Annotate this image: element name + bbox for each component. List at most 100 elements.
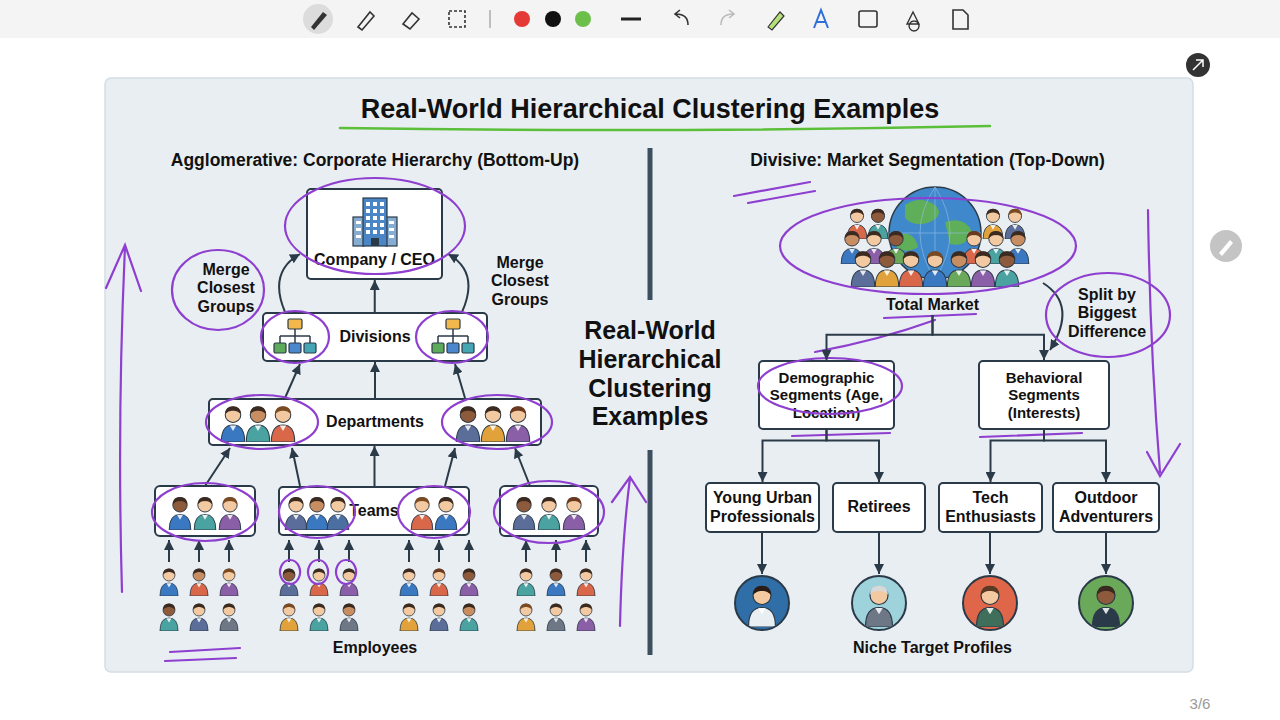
subsegment-box: Young Urban Professionals — [705, 482, 820, 533]
color-swatch-black — [545, 11, 561, 27]
annotation-arrow — [1147, 210, 1180, 476]
employee-icon — [517, 604, 535, 632]
node-text: Company / CEO — [314, 251, 435, 269]
employee-icon — [190, 569, 208, 597]
employee-arrow — [348, 540, 350, 562]
employee-icon — [547, 569, 565, 597]
node-text: Departments — [326, 413, 424, 431]
crowd-person — [841, 231, 863, 264]
subsegment-box: Outdoor Adventurers — [1052, 482, 1160, 533]
employee-arrow — [468, 540, 470, 562]
employee-arrow — [168, 540, 170, 562]
profile-avatar-figure — [1093, 586, 1120, 627]
employee-icon — [430, 604, 448, 632]
person-icon — [306, 497, 328, 530]
node-text: Total Market — [886, 296, 979, 314]
title-underline — [340, 126, 990, 130]
segment-box: Demographic Segments (Age, Location) — [758, 360, 895, 430]
annotation-arrow — [612, 477, 646, 626]
crowd-person — [868, 209, 888, 239]
annotation-circle — [206, 395, 318, 449]
person-icon — [411, 497, 433, 530]
employee-arrow — [198, 540, 200, 562]
node-text: Tech Enthusiasts — [944, 489, 1037, 526]
annotation-circle — [442, 395, 552, 449]
org-chart-icon — [274, 319, 316, 353]
annotation-circle — [261, 311, 329, 363]
crowd-person — [847, 209, 867, 239]
employee-icon — [310, 604, 328, 632]
division-box: Divisions — [262, 312, 488, 362]
employee-icon — [340, 569, 358, 597]
employee-icon — [280, 569, 298, 597]
curved-merge-arrow — [448, 254, 468, 312]
person-icon — [221, 406, 244, 442]
annotation-stroke — [815, 320, 935, 352]
subsegment-box: Retirees — [832, 482, 926, 533]
merge-arrow — [292, 448, 300, 486]
annotation-underline — [792, 433, 1082, 437]
person-icon — [538, 497, 560, 530]
text-tool — [814, 10, 828, 28]
profile-avatar-figure — [977, 586, 1004, 627]
globe-grid — [889, 187, 981, 279]
annotation-circle — [1046, 273, 1170, 357]
profile-person — [1093, 586, 1120, 627]
divider-line — [648, 450, 653, 655]
employee-icon — [577, 604, 595, 632]
annotation-circle — [398, 486, 470, 538]
annotation-underline — [734, 182, 815, 203]
marker-tool — [768, 12, 784, 30]
crowd-person — [963, 231, 985, 264]
annotation-circle — [416, 311, 488, 363]
crowd-person — [1007, 231, 1029, 264]
node-text: Behavioral Segments (Interests) — [984, 369, 1104, 421]
person-icon — [506, 406, 529, 442]
connector-arrow — [827, 430, 880, 482]
org-chart-icon — [432, 319, 474, 353]
page-number: 3/6 — [1170, 695, 1230, 712]
profile-avatar — [735, 576, 789, 630]
merge-arrow — [285, 364, 300, 398]
person-icon — [271, 406, 294, 442]
crowd-person — [1005, 209, 1025, 239]
node-text: Divisions — [339, 328, 410, 346]
connector-arrow — [827, 315, 933, 360]
connector-arrow — [374, 280, 376, 312]
crowd-person — [985, 231, 1007, 264]
crowd-person — [923, 251, 946, 287]
employee-icon — [340, 604, 358, 632]
annotation-underline — [165, 648, 240, 661]
textbox-tool — [859, 11, 877, 27]
annotation-circle — [494, 481, 604, 543]
side-edit-icon — [1219, 240, 1233, 256]
profile-avatar-figure — [866, 586, 893, 627]
employee-arrow — [288, 540, 290, 562]
employee-icon — [400, 569, 418, 597]
subsegment-box: Tech Enthusiasts — [938, 482, 1043, 533]
annotation-circle — [780, 198, 1076, 294]
crowd-person — [983, 209, 1003, 239]
employee-arrow — [318, 540, 320, 562]
toolbar-separator — [489, 10, 490, 28]
employee-icon — [430, 569, 448, 597]
globe-land — [895, 200, 972, 251]
annotation-circle — [285, 178, 465, 274]
line-width-tool — [621, 18, 641, 21]
curved-merge-arrow — [279, 254, 300, 312]
market-illustration: Total Market — [830, 180, 1035, 315]
globe — [889, 187, 981, 279]
profile-avatar — [852, 576, 906, 630]
crowd-person — [995, 251, 1018, 287]
annotation-circle — [280, 560, 356, 584]
connector-arrow — [1044, 430, 1106, 482]
employee-icon — [460, 569, 478, 597]
employee-icon — [280, 604, 298, 632]
merge-arrow — [515, 448, 530, 486]
profile-arrow — [878, 533, 880, 574]
profile-arrow — [989, 533, 991, 574]
crowd-person — [863, 231, 885, 264]
profile-arrow — [761, 533, 763, 574]
connector-arrow — [374, 362, 376, 398]
merge-arrow — [205, 448, 230, 486]
